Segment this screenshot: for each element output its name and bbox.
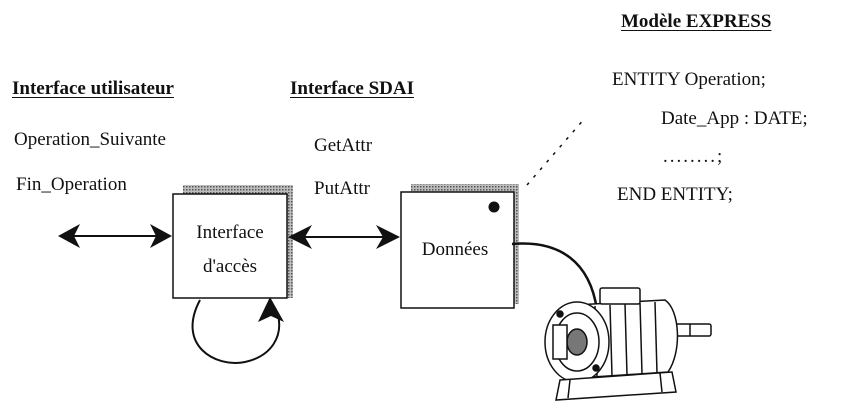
access-interface-box: Interface d'accès <box>172 185 293 299</box>
user-exchange-arrow <box>58 224 172 248</box>
sdai-interface-heading: Interface SDAI <box>290 78 415 99</box>
express-code-line-4: END ENTITY; <box>617 184 733 205</box>
user-command-end-operation: Fin_Operation <box>16 174 127 195</box>
access-interface-label-line1: Interface <box>196 222 264 243</box>
sdai-exchange-arrow <box>288 225 400 249</box>
access-interface-label-line2: d'accès <box>203 256 257 277</box>
express-code-line-1: ENTITY Operation; <box>612 69 766 90</box>
electric-motor-icon <box>544 287 712 401</box>
express-code-line-3: ........; <box>663 146 725 167</box>
data-box: Données <box>400 184 519 309</box>
express-code-line-2: Date_App : DATE; <box>661 108 808 129</box>
motor-cable <box>511 242 599 311</box>
express-model-heading: Modèle EXPRESS <box>621 11 772 32</box>
self-loop-arrow <box>191 297 284 364</box>
user-interface-heading: Interface utilisateur <box>12 78 174 99</box>
sdai-operation-putattr: PutAttr <box>314 178 370 199</box>
data-box-label: Données <box>422 239 488 260</box>
model-link-dashed-line <box>526 117 586 186</box>
user-command-next-operation: Operation_Suivante <box>14 129 166 150</box>
sdai-operation-getattr: GetAttr <box>314 135 373 156</box>
